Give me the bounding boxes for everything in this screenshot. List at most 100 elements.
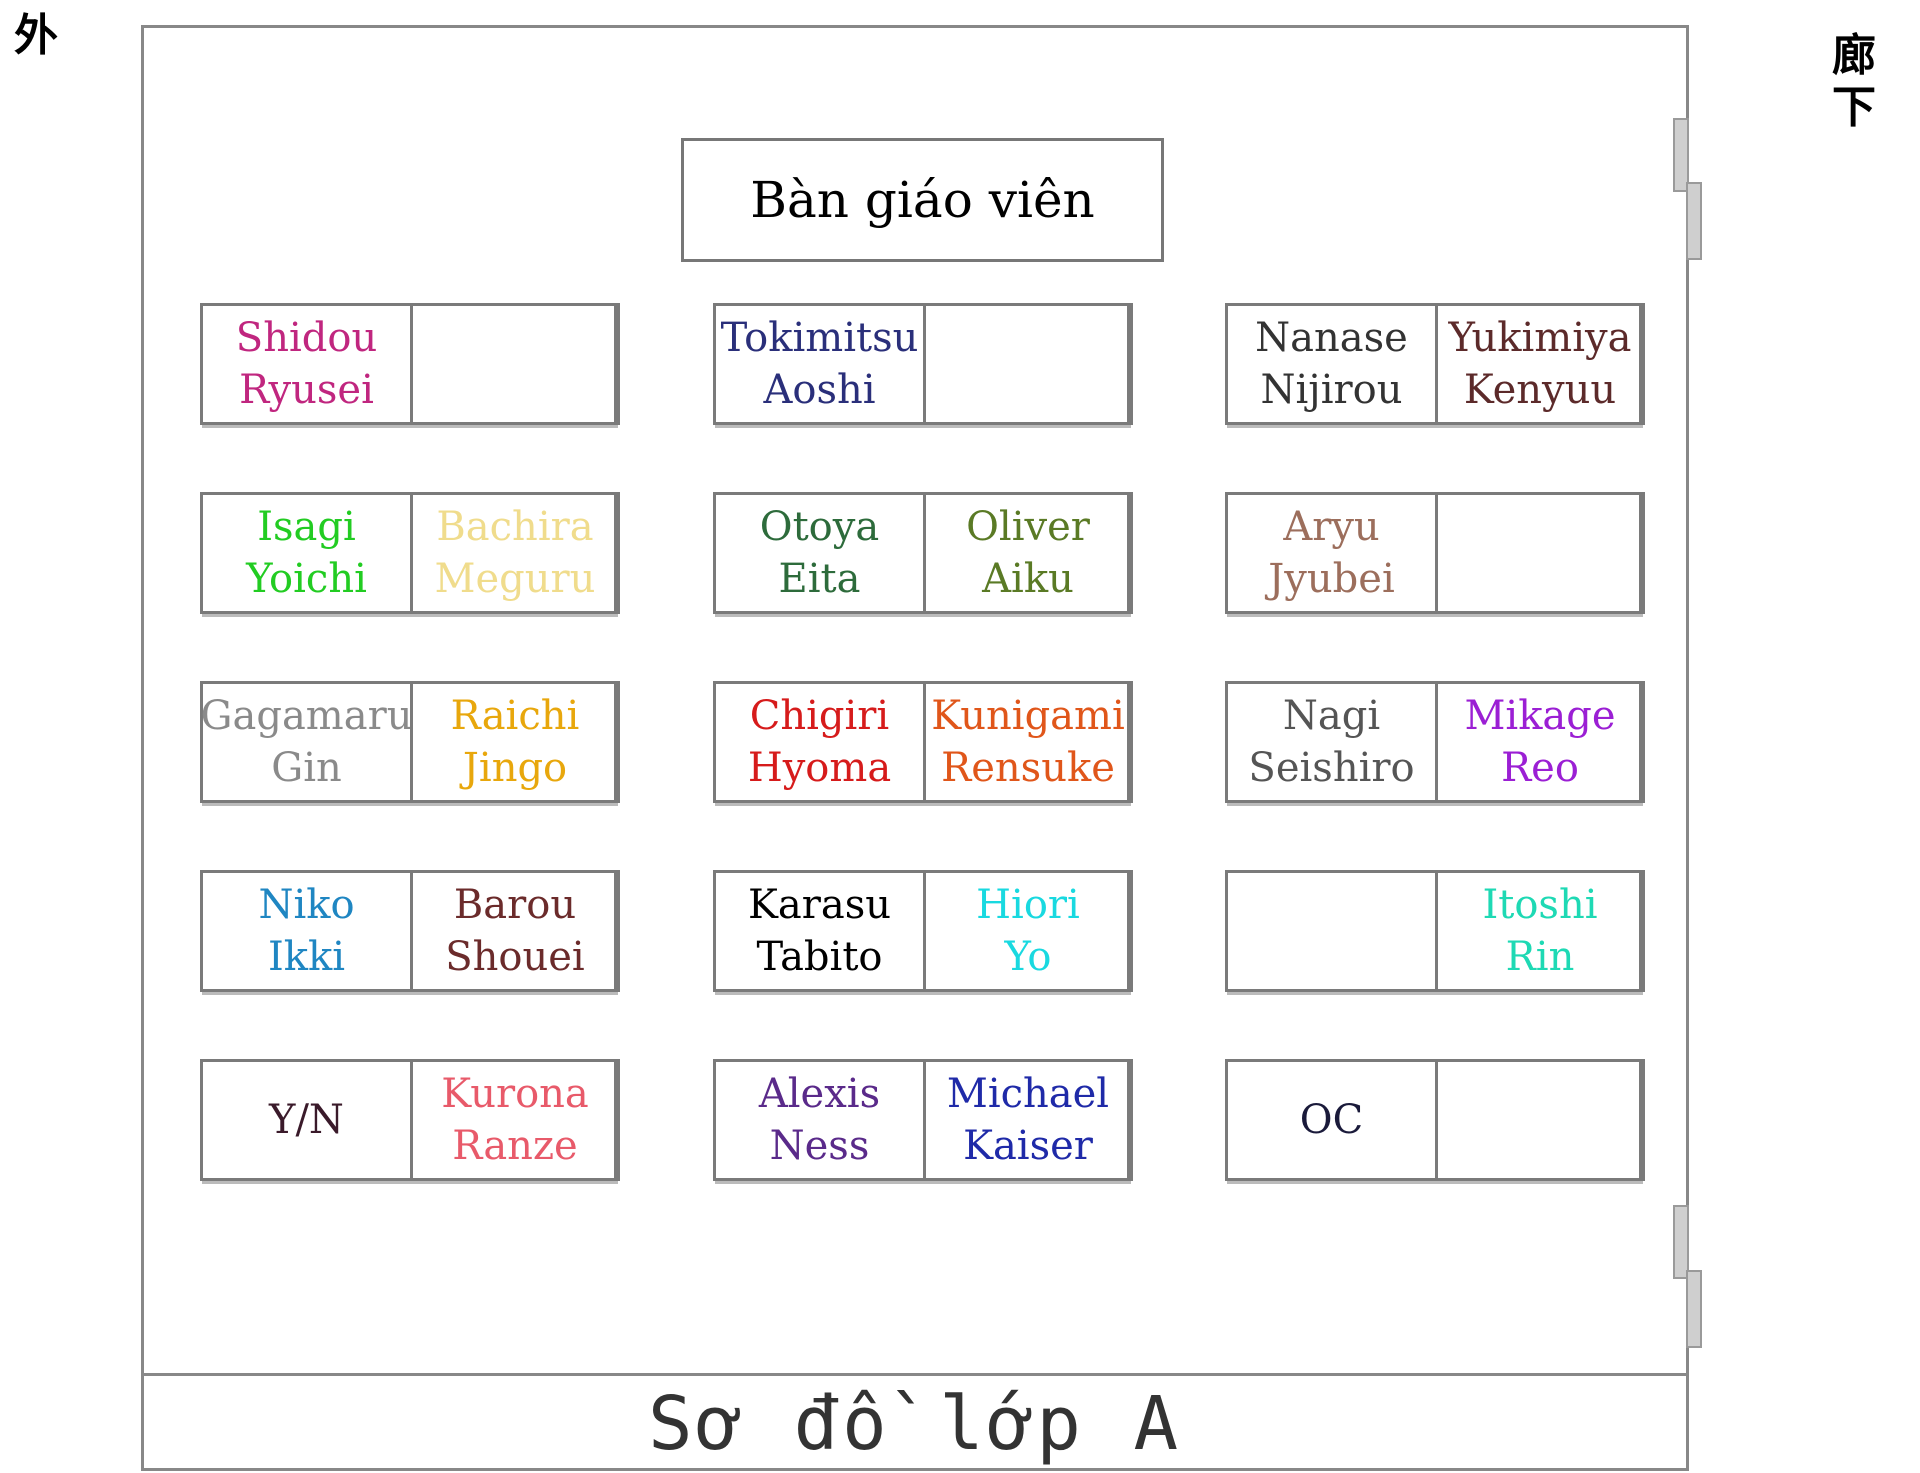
student-first-line: OC [1299, 1097, 1364, 1143]
student-second-line: Meguru [434, 556, 596, 602]
student-first-line: Barou [453, 882, 577, 928]
student-second-line: Gin [271, 745, 342, 791]
student-first-line: Alexis [758, 1071, 881, 1117]
student-first-line: Y/N [269, 1097, 344, 1143]
student-second-line: Nijirou [1260, 367, 1403, 413]
student-second-line: Jyubei [1268, 556, 1395, 602]
title-band: Sơ đồ lớp A [141, 1373, 1689, 1471]
student-first-line: Raichi [450, 693, 580, 739]
seat [923, 306, 1130, 422]
student-first-line: Aryu [1283, 504, 1380, 550]
student-second-line: Kenyuu [1463, 367, 1617, 413]
outside-label: 外 [14, 10, 58, 61]
student-second-line: Ness [769, 1123, 870, 1169]
seat [1228, 873, 1435, 989]
student-second-line: Tabito [756, 934, 883, 980]
door-top-lower [1686, 182, 1702, 260]
seat: OC [1228, 1062, 1435, 1178]
student-second-line: Jingo [462, 745, 568, 791]
student-first-line: Michael [946, 1071, 1110, 1117]
student-second-line: Hyoma [747, 745, 892, 791]
student-first-line: Bachira [436, 504, 594, 550]
student-first-line: Karasu [748, 882, 891, 928]
seat [410, 306, 617, 422]
desk: OC [1225, 1059, 1645, 1181]
student-second-line: Shouei [445, 934, 585, 980]
student-second-line: Aiku [982, 556, 1074, 602]
student-first-line: Isagi [257, 504, 356, 550]
student-first-line: Itoshi [1482, 882, 1598, 928]
door-top [1673, 118, 1689, 192]
student-first-line: Kunigami [931, 693, 1125, 739]
student-first-line: Kurona [441, 1071, 589, 1117]
door-bottom [1673, 1205, 1689, 1279]
student-first-line: Oliver [966, 504, 1090, 550]
student-first-line: Hiori [976, 882, 1080, 928]
door-bottom-lower [1686, 1270, 1702, 1348]
student-second-line: Eita [778, 556, 861, 602]
student-second-line: Aoshi [763, 367, 876, 413]
student-first-line: Tokimitsu [720, 315, 919, 361]
student-first-line: Mikage [1464, 693, 1616, 739]
student-second-line: Ryusei [239, 367, 374, 413]
student-first-line: Niko [258, 882, 355, 928]
seat [1435, 495, 1642, 611]
student-first-line: Chigiri [749, 693, 890, 739]
student-first-line: Nanase [1255, 315, 1408, 361]
seat [1435, 1062, 1642, 1178]
student-first-line: Gagamaru [200, 693, 413, 739]
student-second-line: Kaiser [963, 1123, 1093, 1169]
diagram-title: Sơ đồ lớp A [647, 1380, 1183, 1467]
student-first-line: Nagi [1282, 693, 1381, 739]
student-first-line: Shidou [235, 315, 378, 361]
student-second-line: Ranze [452, 1123, 578, 1169]
classroom-outline [141, 25, 1689, 1471]
student-first-line: Yukimiya [1448, 315, 1632, 361]
student-first-line: Otoya [759, 504, 880, 550]
student-second-line: Ikki [267, 934, 346, 980]
corridor-label: 廊下 [1832, 30, 1876, 133]
student-second-line: Yoichi [246, 556, 367, 602]
student-second-line: Reo [1501, 745, 1579, 791]
student-second-line: Seishiro [1248, 745, 1415, 791]
seat: Y/N [203, 1062, 410, 1178]
teacher-desk: Bàn giáo viên [681, 138, 1164, 262]
student-second-line: Rensuke [941, 745, 1115, 791]
student-second-line: Yo [1004, 934, 1052, 980]
